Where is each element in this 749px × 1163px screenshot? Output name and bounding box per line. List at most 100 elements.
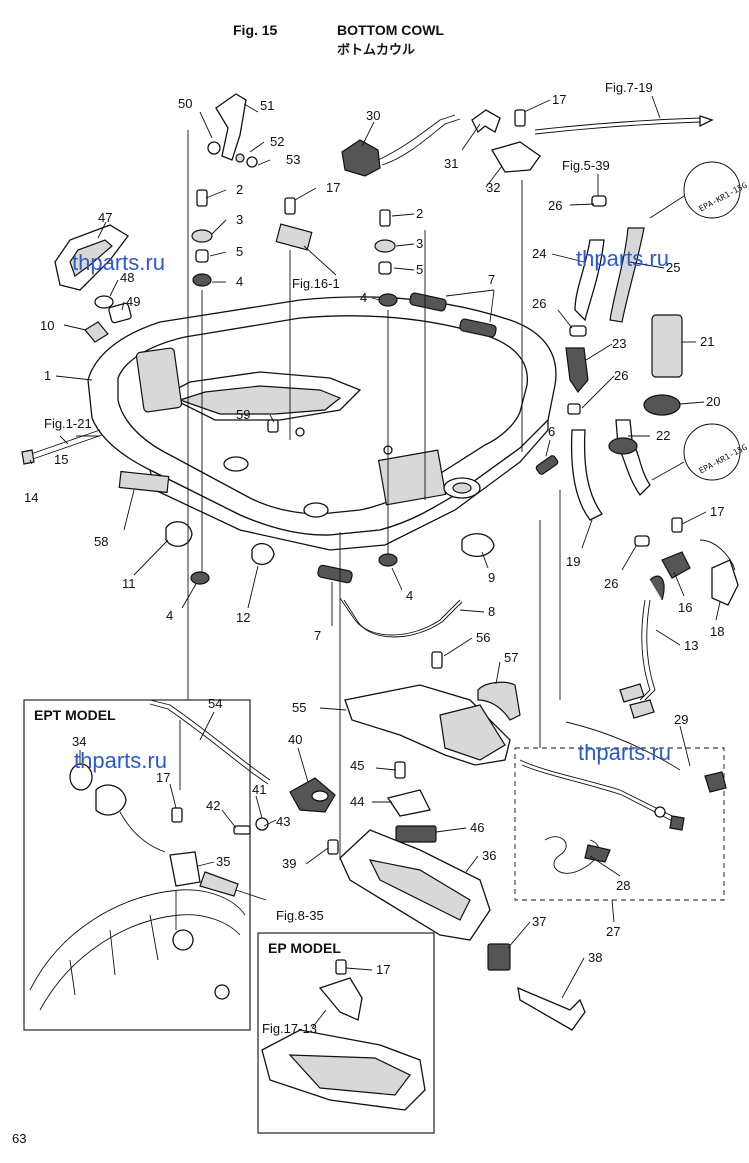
misc-parts	[21, 292, 739, 719]
figure-title: BOTTOM COWL	[337, 22, 445, 38]
fuel-connector-23	[565, 347, 589, 394]
callout-31: 31	[444, 156, 458, 171]
callout-7-b: 7	[488, 272, 495, 287]
callout-26-d: 26	[604, 576, 618, 591]
callout-36: 36	[482, 848, 496, 863]
callout-17-b: 17	[326, 180, 340, 195]
watermark-2: thparts.ru	[576, 246, 669, 271]
fuel-tube-22	[615, 419, 651, 497]
callout-8: 8	[488, 604, 495, 619]
block-37	[487, 943, 511, 971]
callout-5-b: 5	[416, 262, 423, 277]
assembly-lines	[175, 130, 561, 930]
callout-21: 21	[700, 334, 714, 349]
callout-47: 47	[98, 210, 112, 225]
callout-45: 45	[350, 758, 364, 773]
callout-32: 32	[486, 180, 500, 195]
callout-4-b: 4	[360, 290, 367, 305]
callout-26-a: 26	[548, 198, 562, 213]
callout-2-b: 2	[416, 206, 423, 221]
plug-10	[84, 321, 109, 343]
ref-fig-7-19: Fig.7-19	[605, 80, 653, 95]
callout-23: 23	[612, 336, 626, 351]
callout-46: 46	[470, 820, 484, 835]
callout-27: 27	[606, 924, 620, 939]
plate-35	[169, 851, 201, 887]
bracket-ep	[318, 977, 363, 1021]
connector-29	[704, 771, 727, 793]
page-number: 63	[12, 1131, 27, 1146]
callout-29: 29	[674, 712, 688, 727]
callout-58: 58	[94, 534, 108, 549]
callout-20: 20	[706, 394, 720, 409]
callout-10: 10	[40, 318, 54, 333]
callout-30: 30	[366, 108, 380, 123]
callout-48: 48	[120, 270, 134, 285]
callout-26-b: 26	[532, 296, 546, 311]
callout-17-d: 17	[156, 770, 170, 785]
callout-37: 37	[532, 914, 546, 929]
callout-22: 22	[656, 428, 670, 443]
cap-9	[461, 533, 495, 557]
ep-model-box: EP MODEL	[257, 932, 435, 1134]
callout-17-a: 17	[552, 92, 566, 107]
fuel-hoses	[565, 195, 683, 547]
switch-16	[661, 551, 691, 579]
ref-fig-17-13: Fig.17-13	[262, 1021, 317, 1036]
callout-54: 54	[208, 696, 222, 711]
ept-model-box: EPT MODEL	[23, 699, 251, 1031]
callout-5-a: 5	[236, 244, 243, 259]
watermark-1: thparts.ru	[72, 250, 165, 275]
callout-1: 1	[44, 368, 51, 383]
callout-57: 57	[504, 650, 518, 665]
watermark-3: thparts.ru	[578, 740, 671, 765]
ref-fig-1-21: Fig.1-21	[44, 416, 92, 431]
watermarks: thparts.ru thparts.ru thparts.ru thparts…	[72, 246, 671, 773]
callout-59: 59	[236, 407, 250, 422]
callout-52: 52	[270, 134, 284, 149]
callout-24: 24	[532, 246, 546, 261]
wire-13	[649, 575, 665, 601]
callout-42: 42	[206, 798, 220, 813]
callout-13: 13	[684, 638, 698, 653]
callout-4-c: 4	[166, 608, 173, 623]
callout-7-a: 7	[314, 628, 321, 643]
washer-50	[207, 141, 221, 155]
callout-17-e: 17	[376, 962, 390, 977]
kit-27-group	[514, 721, 727, 901]
callout-44: 44	[350, 794, 364, 809]
lower-center-parts	[149, 651, 586, 1031]
callout-19: 19	[566, 554, 580, 569]
callout-numbers: 50 51 52 53 30 31 17 32 2 3 5 4 17 2 3 5…	[24, 92, 724, 977]
figure-number: Fig. 15	[233, 22, 278, 38]
callout-40: 40	[288, 732, 302, 747]
callout-17-c: 17	[710, 504, 724, 519]
callout-6: 6	[548, 424, 555, 439]
callout-41: 41	[252, 782, 266, 797]
callout-51: 51	[260, 98, 274, 113]
callout-9: 9	[488, 570, 495, 585]
ref-fig-5-39: Fig.5-39	[562, 158, 610, 173]
callout-55: 55	[292, 700, 306, 715]
parts-center-top	[341, 109, 714, 177]
callout-18: 18	[710, 624, 724, 639]
callout-4-a: 4	[236, 274, 243, 289]
label-58	[118, 470, 170, 494]
callout-50: 50	[178, 96, 192, 111]
callout-28: 28	[616, 878, 630, 893]
callout-3-a: 3	[236, 212, 243, 227]
cap-11	[165, 521, 193, 547]
cover-18	[711, 559, 739, 606]
ref-fig-16-1: Fig.16-1	[292, 276, 340, 291]
ep-model-title: EP MODEL	[268, 940, 341, 956]
callout-16: 16	[678, 600, 692, 615]
switch-30	[341, 139, 381, 177]
figure-references: Fig.7-19 Fig.5-39 Fig.16-1 Fig.1-21 Fig.…	[44, 80, 661, 1036]
callout-4-d: 4	[406, 588, 413, 603]
plate-46	[395, 825, 437, 843]
pin-38	[517, 986, 586, 1031]
ept-model-title: EPT MODEL	[34, 707, 116, 723]
callout-3-b: 3	[416, 236, 423, 251]
leader-lines	[29, 99, 721, 1029]
